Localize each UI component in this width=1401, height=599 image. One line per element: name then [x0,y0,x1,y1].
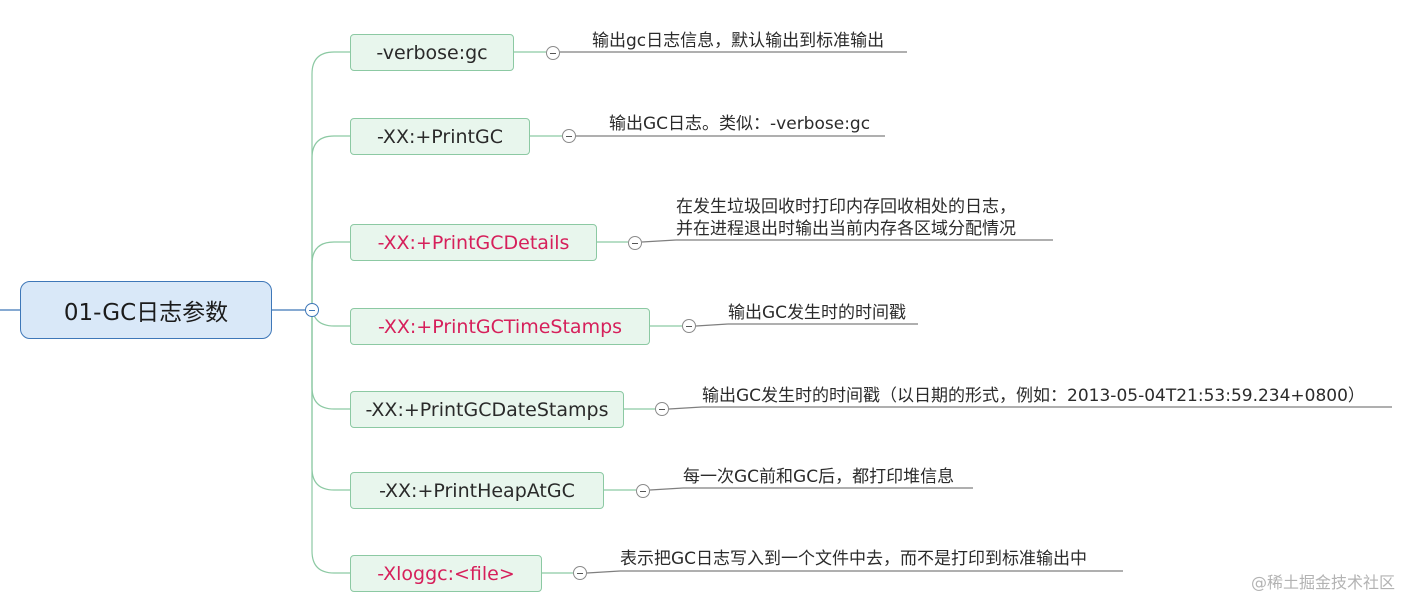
branch-note: 每一次GC前和GC后，都打印堆信息 [683,466,954,488]
note-line: 表示把GC日志写入到一个文件中去，而不是打印到标准输出中 [620,549,1088,569]
branch-note: 在发生垃圾回收时打印内存回收相处的日志， 并在进程退出时输出当前内存各区域分配情… [676,196,1016,240]
note-line: 每一次GC前和GC后，都打印堆信息 [683,467,955,487]
collapse-icon[interactable] [562,129,576,143]
toggle-to-note-line [668,406,703,410]
branch-label: -verbose:gc [376,41,488,64]
branch-print-heap-at-gc[interactable]: -XX:+PrintHeapAtGC [350,472,604,509]
branch-xloggc-file[interactable]: -Xloggc:<file> [350,555,542,592]
branch-label: -XX:+PrintGCDateStamps [365,398,609,421]
branch-label: -XX:+PrintGC [377,125,503,148]
branch-note: 输出gc日志信息，默认输出到标准输出 [592,30,884,52]
note-line: 输出gc日志信息，默认输出到标准输出 [592,31,885,51]
branch-label: -Xloggc:<file> [377,562,515,585]
root-topic-label: 01-GC日志参数 [63,300,229,326]
toggle-to-note-line [586,570,621,574]
branch-connector [311,135,350,311]
collapse-icon[interactable] [655,402,669,416]
branch-label: -XX:+PrintGCTimeStamps [377,315,623,338]
branch-verbose-gc[interactable]: -verbose:gc [350,34,514,71]
note-line: 输出GC日志。类似：-verbose:gc [609,114,871,134]
collapse-icon[interactable] [628,236,642,250]
collapse-icon[interactable] [636,484,650,498]
branch-note: 输出GC发生时的时间戳（以日期的形式，例如：2013-05-04T21:53:5… [702,385,1365,407]
branch-connector [311,309,350,491]
root-topic[interactable]: 01-GC日志参数 [20,281,272,339]
note-line: 在发生垃圾回收时打印内存回收相处的日志， [676,197,1016,217]
toggle-to-note-line [695,323,729,327]
branch-print-gc-details[interactable]: -XX:+PrintGCDetails [350,224,597,261]
branch-connector [311,51,350,311]
note-line: 输出GC发生时的时间戳（以日期的形式，例如：2013-05-04T21:53:5… [702,386,1365,406]
branch-connector [311,309,350,410]
toggle-to-note-line [649,487,684,491]
branch-label: -XX:+PrintGCDetails [377,231,570,254]
collapse-icon[interactable] [682,319,696,333]
note-line: 输出GC发生时的时间戳 [728,303,907,323]
branch-print-gc-datestamps[interactable]: -XX:+PrintGCDateStamps [350,391,624,428]
note-line: 并在进程退出时输出当前内存各区域分配情况 [676,219,1016,239]
collapse-icon[interactable] [546,46,560,60]
branch-label: -XX:+PrintHeapAtGC [379,479,575,502]
branch-print-gc[interactable]: -XX:+PrintGC [350,118,530,155]
branch-note: 输出GC发生时的时间戳 [728,302,906,324]
toggle-to-note-line [641,239,677,243]
branch-connector [311,241,350,311]
branch-note: 输出GC日志。类似：-verbose:gc [609,113,870,135]
branch-print-gc-timestamps[interactable]: -XX:+PrintGCTimeStamps [350,308,650,345]
branch-note: 表示把GC日志写入到一个文件中去，而不是打印到标准输出中 [620,548,1087,570]
collapse-icon[interactable] [573,566,587,580]
branch-connector [311,309,350,574]
root-collapse-icon[interactable] [305,303,319,317]
watermark: @稀土掘金技术社区 [1250,573,1395,592]
